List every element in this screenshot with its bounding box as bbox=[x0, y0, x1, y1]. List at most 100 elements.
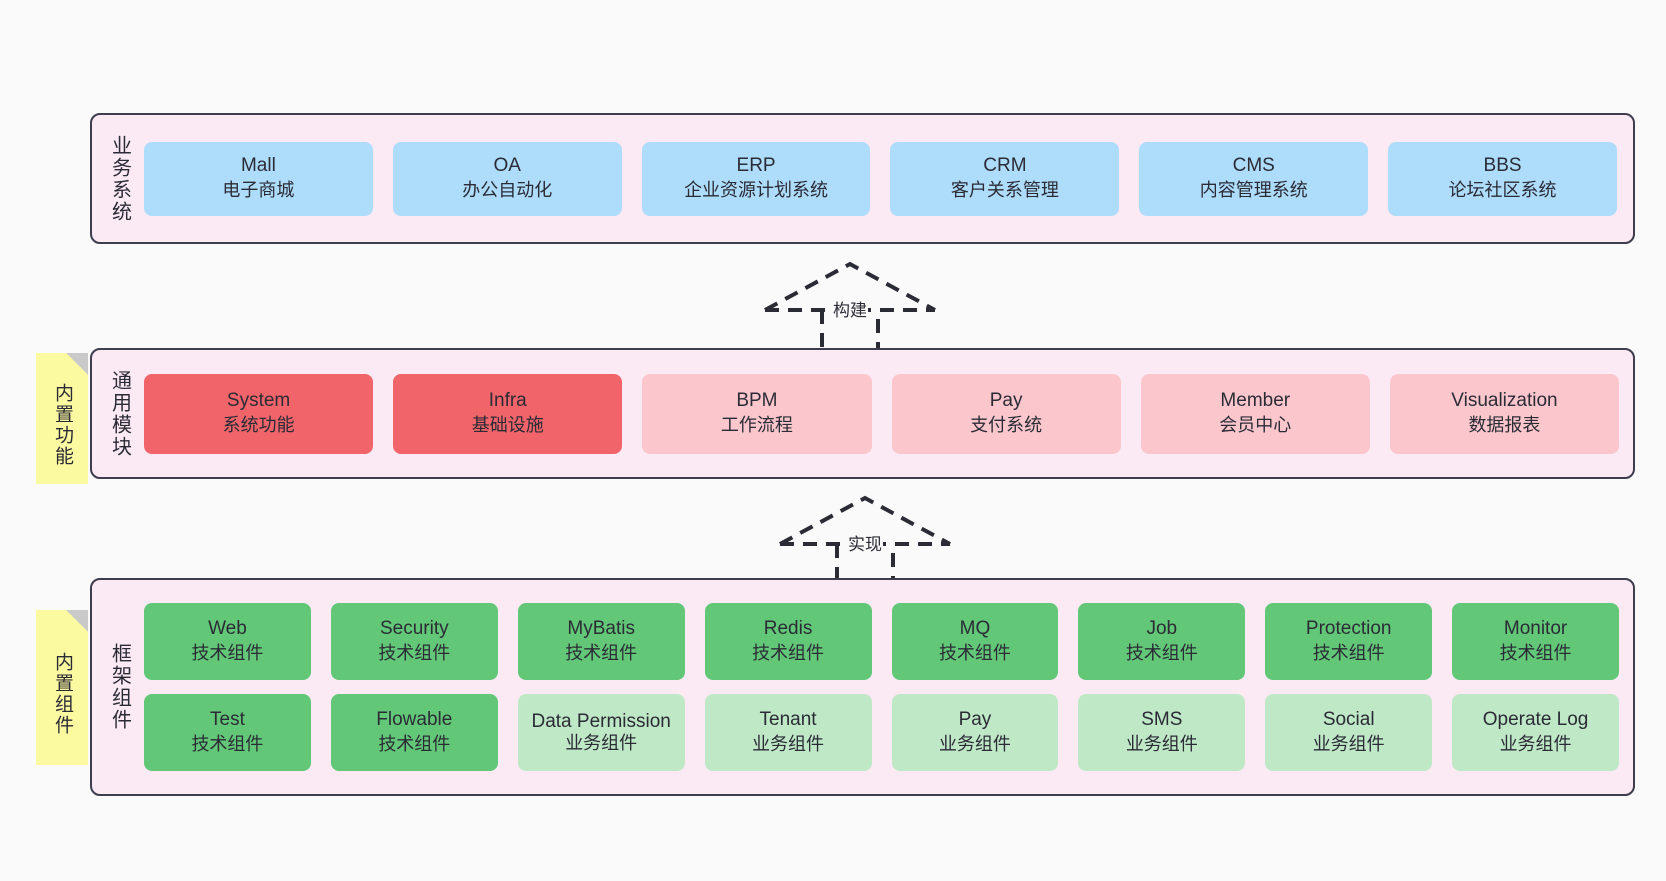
page-fold-icon bbox=[66, 610, 88, 632]
card-subtitle: 技术组件 bbox=[565, 643, 638, 664]
connector-label: 构建 bbox=[832, 296, 868, 321]
card-subtitle: 技术组件 bbox=[752, 643, 825, 664]
card-subtitle: 电子商城 bbox=[222, 180, 295, 201]
note-label: 内置组件 bbox=[51, 651, 73, 736]
card-mall[interactable]: Mall 电子商城 bbox=[144, 141, 373, 216]
card-pay[interactable]: Pay 支付系统 bbox=[891, 373, 1121, 454]
layer-title-common: 通用模块 bbox=[108, 369, 131, 458]
card-monitor[interactable]: Monitor 技术组件 bbox=[1452, 603, 1619, 680]
layer-body-common: System 系统功能 Infra 基础设施 BPM 工作流程 Pay 支付系统… bbox=[140, 350, 1633, 477]
card-subtitle: 支付系统 bbox=[970, 415, 1043, 436]
note-builtin-components: 内置组件 bbox=[36, 610, 88, 765]
card-sms[interactable]: SMS 业务组件 bbox=[1078, 694, 1246, 771]
card-subtitle: 技术组件 bbox=[1125, 643, 1198, 664]
card-mq[interactable]: MQ 技术组件 bbox=[891, 603, 1059, 680]
card-subtitle: 技术组件 bbox=[191, 643, 264, 664]
card-row: Web 技术组件 Security 技术组件 MyBatis 技术组件 Redi… bbox=[144, 603, 1619, 680]
layer-common-modules: 通用模块 System 系统功能 Infra 基础设施 BPM 工作流程 Pay… bbox=[90, 348, 1635, 479]
layer-body-business: Mall 电子商城 OA 办公自动化 ERP 企业资源计划系统 CRM 客户关系… bbox=[140, 115, 1633, 242]
card-title: Web bbox=[208, 618, 247, 640]
card-erp[interactable]: ERP 企业资源计划系统 bbox=[641, 141, 871, 216]
card-tenant[interactable]: Tenant 业务组件 bbox=[704, 694, 872, 771]
card-row: Mall 电子商城 OA 办公自动化 ERP 企业资源计划系统 CRM 客户关系… bbox=[144, 141, 1617, 216]
card-title: Visualization bbox=[1451, 390, 1558, 412]
card-test[interactable]: Test 技术组件 bbox=[144, 694, 311, 771]
card-title: Social bbox=[1322, 709, 1375, 731]
card-title: Data Permission bbox=[531, 710, 671, 732]
card-bpm[interactable]: BPM 工作流程 bbox=[642, 373, 872, 454]
card-oa[interactable]: OA 办公自动化 bbox=[392, 141, 622, 216]
card-title: Member bbox=[1220, 390, 1291, 412]
card-title: BBS bbox=[1483, 155, 1522, 177]
card-subtitle: 业务组件 bbox=[565, 733, 638, 754]
card-title: Protection bbox=[1305, 618, 1392, 640]
card-protection[interactable]: Protection 技术组件 bbox=[1265, 603, 1433, 680]
card-web[interactable]: Web 技术组件 bbox=[144, 603, 311, 680]
card-subtitle: 企业资源计划系统 bbox=[684, 180, 829, 201]
note-label: 内置功能 bbox=[51, 382, 73, 467]
card-subtitle: 客户关系管理 bbox=[950, 180, 1059, 201]
layer-body-framework: Web 技术组件 Security 技术组件 MyBatis 技术组件 Redi… bbox=[140, 580, 1633, 794]
card-title: Infra bbox=[488, 390, 527, 412]
card-title: Job bbox=[1146, 618, 1178, 640]
card-title: Tenant bbox=[759, 709, 817, 731]
card-subtitle: 技术组件 bbox=[378, 734, 451, 755]
card-title: Flowable bbox=[376, 709, 453, 731]
card-visualization[interactable]: Visualization 数据报表 bbox=[1389, 373, 1620, 454]
card-title: Monitor bbox=[1503, 618, 1568, 640]
card-title: BPM bbox=[736, 390, 778, 412]
card-subtitle: 论坛社区系统 bbox=[1448, 180, 1557, 201]
card-job[interactable]: Job 技术组件 bbox=[1078, 603, 1246, 680]
card-title: Redis bbox=[763, 618, 813, 640]
card-subtitle: 业务组件 bbox=[1499, 734, 1572, 755]
card-cms[interactable]: CMS 内容管理系统 bbox=[1139, 141, 1369, 216]
card-subtitle: 技术组件 bbox=[1312, 643, 1385, 664]
card-subtitle: 数据报表 bbox=[1468, 415, 1541, 436]
card-title: CMS bbox=[1232, 155, 1275, 177]
card-subtitle: 系统功能 bbox=[222, 415, 295, 436]
card-title: System bbox=[226, 390, 291, 412]
card-title: Mall bbox=[240, 155, 276, 177]
card-mybatis[interactable]: MyBatis 技术组件 bbox=[517, 603, 685, 680]
card-subtitle: 技术组件 bbox=[191, 734, 264, 755]
card-title: Test bbox=[210, 709, 245, 731]
card-flowable[interactable]: Flowable 技术组件 bbox=[330, 694, 498, 771]
card-title: Operate Log bbox=[1482, 709, 1589, 731]
card-subtitle: 技术组件 bbox=[378, 643, 451, 664]
card-title: OA bbox=[493, 155, 521, 177]
card-crm[interactable]: CRM 客户关系管理 bbox=[890, 141, 1120, 216]
connector-build: 构建 bbox=[755, 258, 945, 353]
card-pay-business[interactable]: Pay 业务组件 bbox=[891, 694, 1059, 771]
card-redis[interactable]: Redis 技术组件 bbox=[704, 603, 872, 680]
card-subtitle: 业务组件 bbox=[938, 734, 1011, 755]
card-security[interactable]: Security 技术组件 bbox=[330, 603, 498, 680]
card-system[interactable]: System 系统功能 bbox=[144, 373, 374, 454]
card-data-permission[interactable]: Data Permission 业务组件 bbox=[517, 694, 685, 771]
card-subtitle: 办公自动化 bbox=[462, 180, 553, 201]
card-bbs[interactable]: BBS 论坛社区系统 bbox=[1388, 141, 1617, 216]
card-member[interactable]: Member 会员中心 bbox=[1140, 373, 1370, 454]
layer-framework-components: 框架组件 Web 技术组件 Security 技术组件 MyBatis 技术组件… bbox=[90, 578, 1635, 796]
card-title: MQ bbox=[959, 618, 991, 640]
card-operate-log[interactable]: Operate Log 业务组件 bbox=[1452, 694, 1619, 771]
card-subtitle: 工作流程 bbox=[720, 415, 793, 436]
card-title: Security bbox=[379, 618, 449, 640]
card-row: Test 技术组件 Flowable 技术组件 Data Permission … bbox=[144, 694, 1619, 771]
card-subtitle: 业务组件 bbox=[752, 734, 825, 755]
card-subtitle: 技术组件 bbox=[938, 643, 1011, 664]
connector-label: 实现 bbox=[847, 530, 883, 555]
card-title: CRM bbox=[983, 155, 1027, 177]
card-title: ERP bbox=[736, 155, 776, 177]
card-subtitle: 业务组件 bbox=[1312, 734, 1385, 755]
connector-implement: 实现 bbox=[770, 492, 960, 587]
card-title: Pay bbox=[989, 390, 1023, 412]
card-subtitle: 基础设施 bbox=[471, 415, 544, 436]
page-fold-icon bbox=[66, 353, 88, 375]
card-subtitle: 会员中心 bbox=[1219, 415, 1292, 436]
card-subtitle: 业务组件 bbox=[1125, 734, 1198, 755]
card-subtitle: 内容管理系统 bbox=[1199, 180, 1308, 201]
card-infra[interactable]: Infra 基础设施 bbox=[393, 373, 623, 454]
card-subtitle: 技术组件 bbox=[1499, 643, 1572, 664]
layer-title-business: 业务系统 bbox=[108, 134, 131, 223]
card-social[interactable]: Social 业务组件 bbox=[1265, 694, 1433, 771]
